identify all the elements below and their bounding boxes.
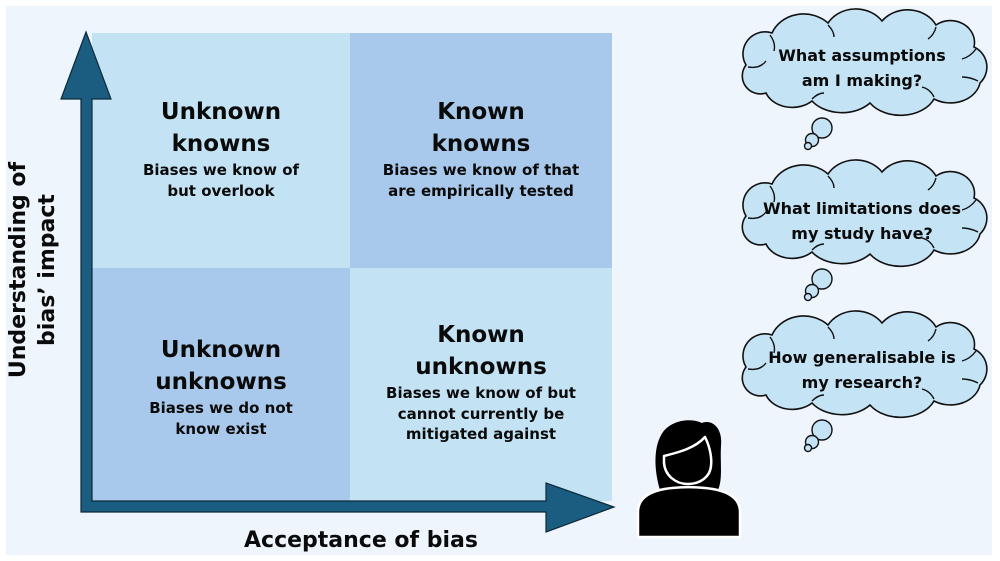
quadrant-description-line: Biases we know of that <box>382 161 580 179</box>
quadrant-description-line: are empirically tested <box>388 181 574 200</box>
quadrant-description-line: Biases we know of <box>142 161 300 179</box>
quadrant-text: Unknown knowns Biases we know of but ove… <box>92 96 350 201</box>
thought-bubble-line: my research? <box>802 373 923 392</box>
quadrant-description-line: know exist <box>175 419 267 438</box>
quadrant-known-knowns: Known knowns Biases we know of that are … <box>350 33 612 268</box>
quadrant-description-line: but overlook <box>167 181 275 200</box>
quadrant-title-line: knowns <box>171 131 271 157</box>
person-face <box>662 435 713 486</box>
thought-trail-large <box>811 268 833 290</box>
quadrant-unknown-knowns: Unknown knowns Biases we know of but ove… <box>92 33 350 268</box>
thought-bubble-line: my study have? <box>791 224 932 243</box>
x-axis-label: Acceptance of bias <box>244 528 478 553</box>
thought-bubble-line: am I making? <box>802 71 922 90</box>
quadrant-title-line: Unknown <box>160 99 282 125</box>
quadrant-text: Known unknowns Biases we know of but can… <box>350 319 612 445</box>
axis-arrows-icon <box>60 30 616 533</box>
quadrant-description-line: mitigated against <box>405 425 557 443</box>
quadrant-text: Known knowns Biases we know of that are … <box>350 96 612 201</box>
quadrant-unknown-unknowns: Unknown unknowns Biases we do not know e… <box>92 268 350 501</box>
quadrant-title-line: knowns <box>431 131 531 157</box>
quadrant-title-line: Unknown <box>160 337 282 363</box>
person-body <box>636 486 742 539</box>
thought-trail-small <box>803 292 813 302</box>
thought-bubble-line: How generalisable is <box>768 348 956 367</box>
quadrant-text: Unknown unknowns Biases we do not know e… <box>92 334 350 439</box>
thought-trail-large <box>811 419 833 441</box>
quadrant-description-line: cannot currently be <box>397 404 565 423</box>
quadrant-known-unknowns: Known unknowns Biases we know of but can… <box>350 268 612 501</box>
thought-bubble-line: What assumptions <box>778 46 945 65</box>
quadrant-description-line: Biases we do not <box>149 399 293 417</box>
thought-bubble: What limitations does my study have? <box>741 159 988 302</box>
quadrant-title-line: unknowns <box>155 369 287 395</box>
thought-trail-large <box>811 117 833 139</box>
quadrant-title-line: Known <box>437 322 525 348</box>
quadrant-description-line: Biases we know of but <box>386 384 576 402</box>
thought-bubble: How generalisable is my research? <box>741 310 988 453</box>
thought-bubble: What assumptions am I making? <box>741 8 988 151</box>
person-icon <box>636 420 742 539</box>
quadrant-title-line: unknowns <box>415 354 547 380</box>
quadrant-title-line: Known <box>437 99 525 125</box>
thought-trail-small <box>803 141 813 151</box>
thought-trail-small <box>803 443 813 453</box>
thought-bubble-line: What limitations does <box>763 199 961 218</box>
